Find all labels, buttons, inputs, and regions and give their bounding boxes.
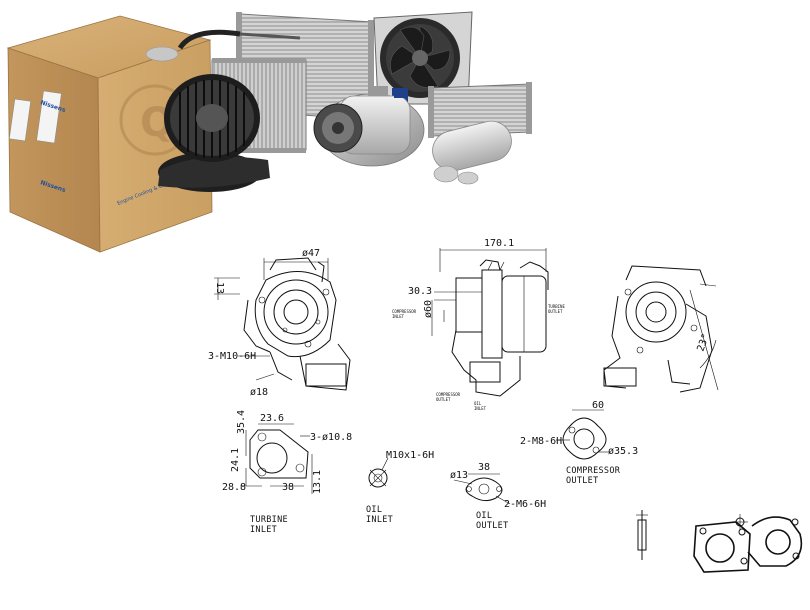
dim-deg23: 23° bbox=[695, 332, 712, 353]
dim-d10-8: 3-ø10.8 bbox=[310, 432, 352, 443]
caption-turbine-inlet-2: INLET bbox=[250, 525, 277, 535]
dim-d28-8: 28.8 bbox=[222, 482, 246, 493]
dim-d60b: 60 bbox=[592, 400, 604, 411]
caption-oil-inlet-2: INLET bbox=[366, 515, 393, 525]
bolt-drawing bbox=[636, 510, 648, 560]
caption-compressor-outlet-2: OUTLET bbox=[566, 476, 599, 486]
oil-inlet-fitting bbox=[368, 457, 389, 488]
caption-oil-outlet-1: OIL bbox=[476, 511, 492, 521]
dim-m10-6h: 3-M10-6H bbox=[208, 351, 256, 362]
dim-d35-3: ø35.3 bbox=[608, 446, 638, 457]
gasket-drawing bbox=[693, 514, 803, 573]
svg-text:OIL: OIL bbox=[474, 401, 482, 406]
small-captions-middle: COMPRESSOR INLET TURBINE OUTLET COMPRESS… bbox=[392, 304, 565, 411]
caption-compressor-outlet-1: COMPRESSOR bbox=[566, 466, 621, 476]
heater-core-part bbox=[428, 82, 532, 138]
dim-d38b: 38 bbox=[478, 462, 490, 473]
dim-d30: 30.3 bbox=[408, 286, 432, 297]
dim-small-left: 13 bbox=[214, 282, 225, 294]
turbine-inlet-flange bbox=[240, 423, 313, 494]
dim-d24-1: 24.1 bbox=[230, 448, 241, 472]
svg-text:INLET: INLET bbox=[474, 406, 487, 411]
turbo-view-right bbox=[603, 265, 719, 393]
dim-m8: 2-M8-6H bbox=[520, 436, 562, 447]
dim-d35-4: 35.4 bbox=[236, 410, 247, 434]
svg-text:COMPRESSOR: COMPRESSOR bbox=[392, 309, 417, 314]
caption-turbine-inlet-1: TURBINE bbox=[250, 515, 288, 525]
dim-d60: ø60 bbox=[423, 300, 434, 318]
svg-text:COMPRESSOR: COMPRESSOR bbox=[436, 392, 461, 397]
svg-text:OUTLET: OUTLET bbox=[548, 309, 563, 314]
compressor-outlet-flange bbox=[556, 409, 610, 460]
dim-m6: 2-M6-6H bbox=[504, 499, 546, 510]
dim-d13: ø13 bbox=[450, 470, 468, 481]
ac-compressor-part bbox=[313, 86, 425, 167]
caption-oil-outlet-2: OUTLET bbox=[476, 521, 509, 531]
dim-d13-1: 13.1 bbox=[312, 470, 323, 494]
svg-text:INLET: INLET bbox=[392, 314, 405, 319]
receiver-drier-part bbox=[432, 120, 512, 185]
oil-outlet-flange bbox=[453, 473, 511, 505]
dim-d47: ø47 bbox=[302, 248, 320, 259]
turbo-view-middle bbox=[431, 248, 549, 397]
dim-d38: 38 bbox=[282, 482, 294, 493]
dim-m10x1: M10x1-6H bbox=[386, 450, 434, 461]
turbo-view-left bbox=[214, 257, 351, 391]
dim-d23-6: 23.6 bbox=[260, 413, 284, 424]
dim-d170: 170.1 bbox=[484, 238, 514, 249]
caption-oil-inlet-1: OIL bbox=[366, 505, 382, 515]
svg-text:OUTLET: OUTLET bbox=[436, 397, 451, 402]
dim-d18: ø18 bbox=[250, 387, 268, 398]
svg-text:TURBINE: TURBINE bbox=[548, 304, 565, 309]
blower-motor-part bbox=[158, 74, 270, 192]
